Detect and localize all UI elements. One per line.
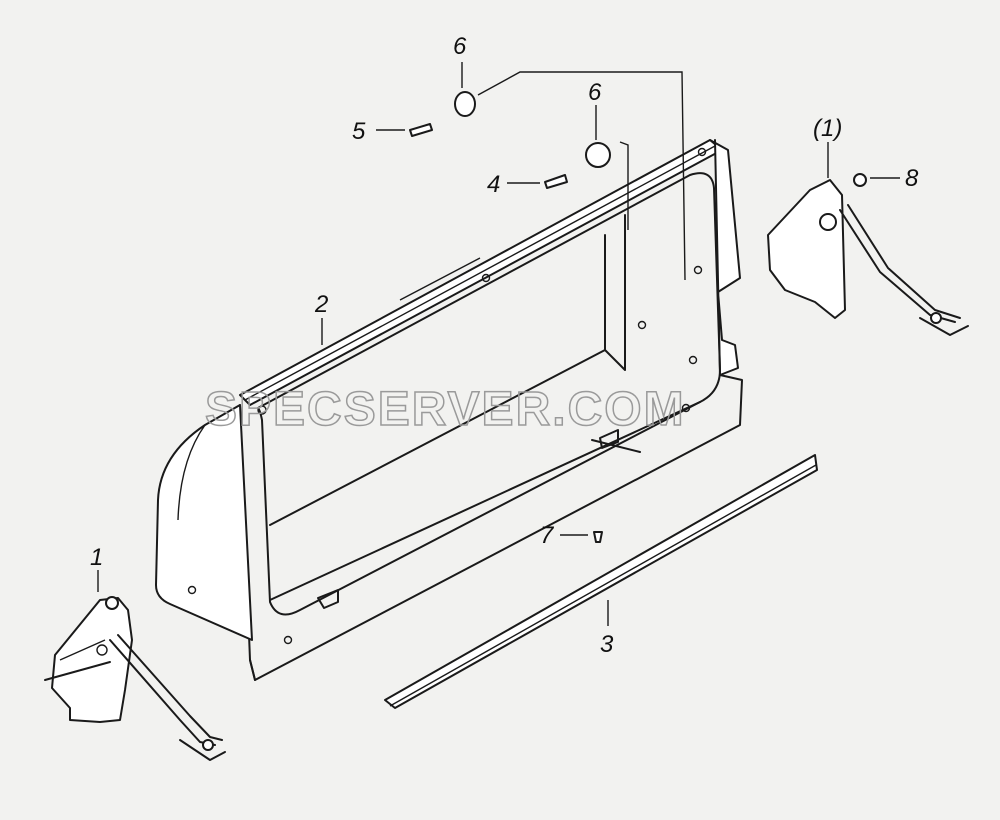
watermark-text: SPECSERVER.COM	[205, 383, 686, 436]
label-6b: 6	[588, 79, 602, 106]
label-5: 5	[352, 118, 366, 145]
label-1-paren: (1)	[813, 115, 842, 142]
label-7: 7	[540, 522, 555, 549]
label-8: 8	[905, 165, 919, 192]
label-6a: 6	[453, 33, 467, 60]
label-4: 4	[487, 171, 500, 198]
hinge-part-1-paren	[767, 179, 969, 336]
leader-lines	[97, 62, 900, 626]
hardware	[409, 91, 867, 543]
hinge-part-1	[44, 596, 226, 761]
label-1: 1	[90, 544, 103, 571]
label-2: 2	[314, 291, 328, 318]
housing-part-2	[155, 139, 743, 681]
trim-strip-part-3	[384, 454, 818, 709]
label-3: 3	[600, 631, 614, 658]
